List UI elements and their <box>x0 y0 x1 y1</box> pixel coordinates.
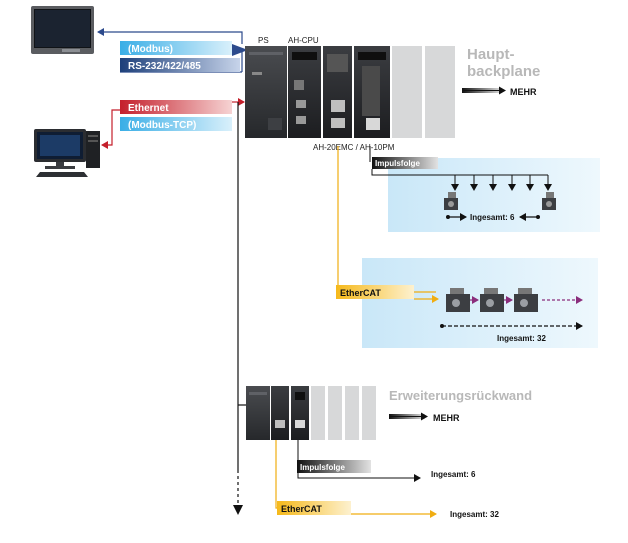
more-link-main[interactable]: MEHR <box>462 86 537 97</box>
ethercat-main-label: EtherCAT <box>340 288 381 298</box>
pulse-label: Impulsfolge <box>375 159 420 168</box>
expansion-pulse-label: Impulsfolge <box>300 463 345 472</box>
module-pair-label: AH-20EMC / AH-10PM <box>313 143 395 152</box>
pulse-total-label: Ingesamt: 6 <box>470 213 515 222</box>
empty-slot <box>362 386 376 440</box>
main-backplane-title-line2: backplane <box>467 63 540 80</box>
expansion-io-module <box>271 386 289 440</box>
expansion-ethercat-branch: EtherCAT Ingesamt: 32 <box>275 440 499 519</box>
modbus-tcp-label: (Modbus-TCP) <box>128 120 196 131</box>
servo-motor-icon <box>542 192 556 210</box>
expansion-pulse-branch: Impulsfolge Ingesamt: 6 <box>297 440 476 482</box>
ethercat-total-label: Ingesamt: 32 <box>497 334 546 343</box>
empty-slot <box>345 386 359 440</box>
ethernet-connection: Ethernet (Modbus-TCP) <box>101 98 245 149</box>
more-link-expansion[interactable]: MEHR <box>389 412 460 423</box>
hmi-touch-panel-icon <box>31 6 94 54</box>
main-backplane-title-line1: Haupt- <box>467 46 515 63</box>
ethercat-servo-icon <box>514 288 538 312</box>
ethercat-servo-icon <box>446 288 470 312</box>
pulse-train-panel <box>388 158 600 232</box>
more-main-label: MEHR <box>510 87 537 97</box>
expansion-backplane-rack <box>246 386 376 440</box>
pulse-total-indicator: Ingesamt: 6 <box>446 213 540 222</box>
cpu-label: AH-CPU <box>288 36 319 45</box>
empty-slot <box>392 46 422 138</box>
ethercat-branch-main: EtherCAT <box>336 146 583 304</box>
pulse-train-branch: Impulsfolge <box>369 146 552 191</box>
ethercat-servo-icon <box>480 288 504 312</box>
servo-motor-icon <box>444 192 458 210</box>
ps-label: PS <box>258 36 269 45</box>
modbus-connection: (Modbus) RS-232/422/485 <box>97 28 248 73</box>
ethernet-label: Ethernet <box>128 103 169 114</box>
empty-slot <box>328 386 342 440</box>
pc-workstation-icon <box>34 129 100 177</box>
expansion-backplane-title: Erweiterungsrückwand <box>389 388 532 403</box>
rs-label: RS-232/422/485 <box>128 61 201 72</box>
more-expansion-label: MEHR <box>433 413 460 423</box>
expansion-ethercat-label: EtherCAT <box>281 504 322 514</box>
modbus-label: (Modbus) <box>128 44 173 55</box>
empty-slot <box>311 386 325 440</box>
empty-slot <box>425 46 455 138</box>
main-backplane-rack <box>245 46 455 138</box>
expansion-ethercat-total-label: Ingesamt: 32 <box>450 510 499 519</box>
expansion-pulse-total-label: Ingesamt: 6 <box>431 470 476 479</box>
main-bus-line <box>233 102 246 515</box>
ethercat-total-indicator: Ingesamt: 32 <box>440 322 583 343</box>
